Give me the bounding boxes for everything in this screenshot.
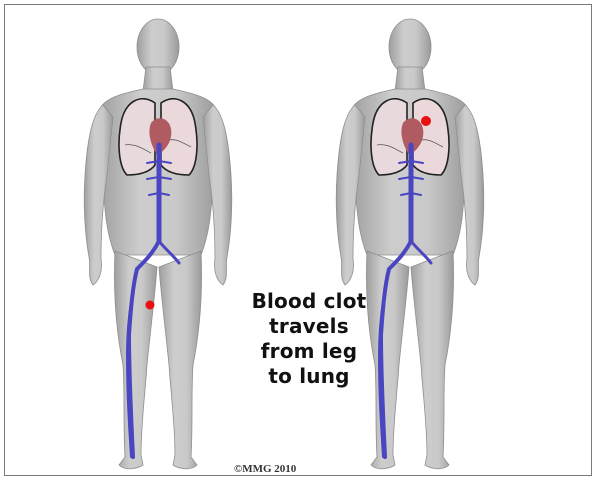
clot-marker-leg	[146, 301, 155, 310]
caption-line-4: to lung	[245, 364, 373, 389]
left-body-figure	[33, 5, 283, 476]
illustration-frame: Blood clot travels from leg to lung ©MMG…	[4, 4, 592, 476]
right-body-figure	[285, 5, 535, 476]
caption-line-3: from leg	[245, 339, 373, 364]
caption-line-2: travels	[245, 314, 373, 339]
caption-line-1: Blood clot	[245, 289, 373, 314]
copyright-notice: ©MMG 2010	[234, 463, 296, 475]
caption: Blood clot travels from leg to lung	[245, 289, 373, 389]
clot-marker-lung	[421, 116, 431, 126]
